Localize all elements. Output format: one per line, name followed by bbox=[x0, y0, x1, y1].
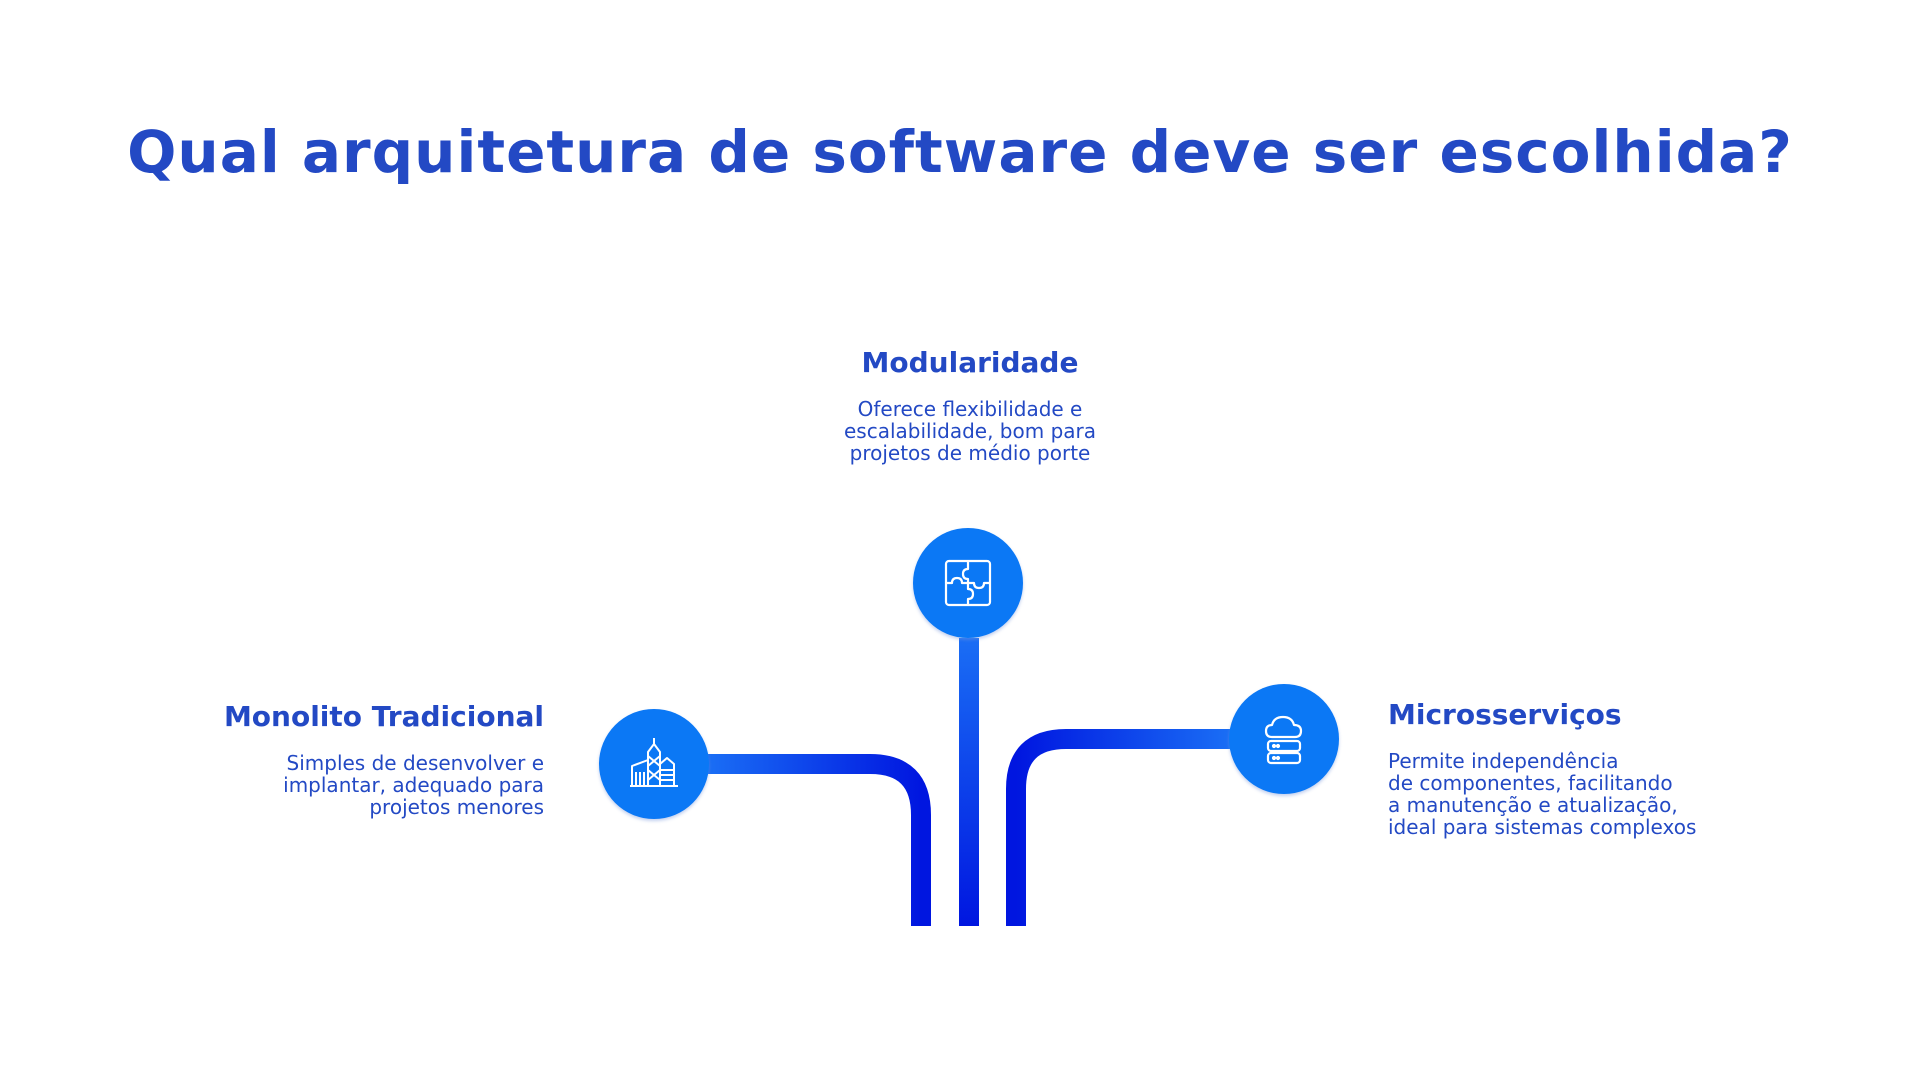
description-line: Permite independência bbox=[1388, 749, 1619, 773]
monolito-node[interactable] bbox=[599, 709, 709, 819]
right-connector bbox=[1006, 729, 1230, 926]
page-title: Qual arquitetura de software deve ser es… bbox=[127, 118, 1793, 186]
description-line: ideal para sistemas complexos bbox=[1388, 815, 1697, 839]
monolito-description: Simples de desenvolver e implantar, adeq… bbox=[144, 752, 544, 818]
center-connector bbox=[959, 638, 979, 926]
description-line: Simples de desenvolver e bbox=[286, 751, 544, 775]
buildings-icon bbox=[630, 738, 678, 787]
modularidade-description: Oferece flexibilidade e escalabilidade, … bbox=[760, 398, 1180, 464]
microsservicos-node[interactable] bbox=[1229, 684, 1339, 794]
puzzle-icon bbox=[944, 559, 992, 607]
description-line: Oferece flexibilidade e bbox=[857, 397, 1083, 421]
description-line: implantar, adequado para bbox=[283, 773, 544, 797]
description-line: projetos menores bbox=[369, 795, 544, 819]
modularidade-node[interactable] bbox=[913, 528, 1023, 638]
modularidade-heading: Modularidade bbox=[861, 346, 1079, 379]
description-line: a manutenção e atualização, bbox=[1388, 793, 1678, 817]
description-line: projetos de médio porte bbox=[849, 441, 1091, 465]
description-line: de componentes, facilitando bbox=[1388, 771, 1673, 795]
microsservicos-description: Permite independência de componentes, fa… bbox=[1388, 750, 1808, 838]
cloud-server-icon bbox=[1264, 715, 1303, 765]
microsservicos-heading: Microsserviços bbox=[1388, 698, 1622, 731]
monolito-heading: Monolito Tradicional bbox=[223, 700, 544, 733]
description-line: escalabilidade, bom para bbox=[843, 419, 1097, 443]
left-connector bbox=[708, 754, 931, 926]
